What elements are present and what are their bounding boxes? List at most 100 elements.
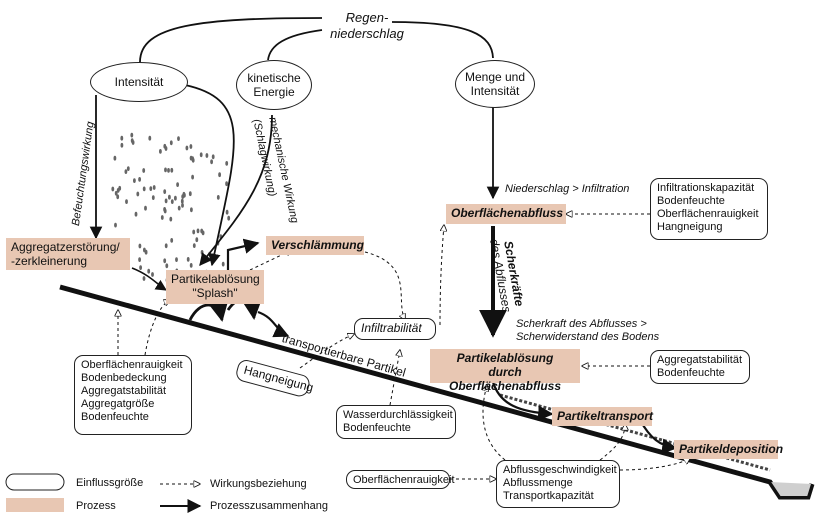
surface-runoff-process: Oberflächenabfluss — [446, 204, 566, 224]
dash-flow-to-detach — [483, 385, 506, 461]
raindrop — [176, 182, 180, 188]
infiltration-factors-box: Infiltrationskapazität Bodenfeuchte Ober… — [650, 178, 768, 240]
precip-infiltration-label: Niederschlag > Infiltration — [505, 183, 630, 195]
raindrop — [189, 144, 193, 149]
raindrop — [181, 203, 184, 208]
splash-detachment-process: Partikelablösung "Splash" — [166, 270, 264, 304]
raindrop — [211, 154, 215, 160]
dash-hang-to-infiltr — [299, 334, 354, 369]
splash-factors-box: Oberflächenrauigkeit Bodenbedeckung Aggr… — [74, 355, 192, 435]
raindrop — [177, 205, 181, 211]
raindrop — [225, 181, 229, 187]
arrow-splash-to-transportable — [257, 310, 290, 338]
particle-transport-process: Partikeltransport — [552, 407, 653, 426]
raindrop — [195, 237, 199, 243]
raindrop — [151, 195, 155, 201]
shear-comparison-label: Scherkraft des Abflusses > Scherwidersta… — [516, 318, 660, 343]
raindrop — [225, 161, 229, 166]
raindrop — [188, 191, 192, 197]
raindrop — [147, 268, 151, 274]
raindrop — [111, 186, 115, 192]
raindrop — [170, 238, 174, 243]
sealing-process: Verschlämmung — [266, 236, 364, 255]
raindrop — [138, 257, 142, 262]
raindrop — [133, 178, 136, 184]
raindrop — [136, 191, 140, 197]
raindrop — [164, 243, 168, 249]
legend-influence-swatch — [5, 473, 65, 491]
raindrop — [138, 177, 142, 182]
raindrop — [149, 186, 153, 192]
intensity-oval: Intensität — [90, 62, 188, 102]
raindrop — [130, 132, 134, 138]
legend-process-swatch — [6, 498, 64, 512]
raindrop — [174, 195, 177, 201]
splash-arc-1 — [188, 300, 229, 322]
raindrop — [199, 152, 203, 158]
raindrop — [151, 272, 154, 277]
raindrop — [159, 149, 162, 154]
raindrop — [164, 198, 168, 204]
arrow-detachment-to-transport — [491, 381, 554, 421]
raindrop — [196, 228, 200, 234]
amount-intensity-oval: Menge und Intensität — [455, 60, 535, 108]
arrow-rain-to-intensity — [139, 17, 323, 63]
roughness-box: Oberflächenrauigkeit — [346, 470, 455, 489]
raindrop — [139, 265, 143, 270]
raindrop — [169, 216, 173, 222]
runoff-detachment-process: Partikelablösung durch Oberflächenabflus… — [430, 349, 580, 393]
raindrop — [114, 190, 118, 196]
raindrop — [200, 228, 204, 234]
raindrop — [192, 229, 196, 235]
raindrop — [114, 222, 117, 228]
raindrop — [152, 185, 156, 190]
raindrop — [134, 211, 138, 217]
raindrop — [126, 166, 130, 172]
raindrop — [186, 257, 190, 262]
raindrop — [165, 263, 169, 269]
raindrop — [167, 168, 170, 173]
raindrop — [227, 215, 231, 221]
aggregate-destruction-process: Aggregatzerstörung/ -zerkleinerung — [6, 238, 130, 270]
raindrop — [182, 191, 186, 197]
raindrop — [144, 205, 147, 211]
raindrop — [190, 207, 193, 213]
channel-basin — [769, 481, 813, 498]
raindrop — [225, 209, 229, 215]
raindrop — [216, 195, 220, 200]
infiltrability-box: Infiltrabilität — [354, 318, 436, 340]
raindrop — [138, 243, 142, 249]
raindrop — [143, 247, 146, 253]
raindrop — [189, 155, 193, 161]
raindrop — [164, 167, 167, 173]
raindrop — [142, 168, 146, 173]
arrow-rain-to-energy — [267, 29, 323, 61]
raindrop — [191, 157, 195, 163]
raindrop — [191, 174, 195, 180]
infiltrability-factors-box: Wasserdurchlässigkeit Bodenfeuchte — [336, 405, 456, 439]
raindrop — [130, 138, 134, 144]
raindrop — [200, 250, 204, 255]
arrow-rain-to-amount — [391, 21, 494, 59]
raindrop — [163, 207, 167, 212]
raindrop — [168, 194, 171, 200]
raindrop — [221, 261, 225, 267]
raindrop — [113, 155, 117, 161]
dash-factors-to-splash-2 — [144, 300, 170, 356]
raindrop — [210, 159, 214, 165]
detachment-factors-box: Aggregatstabilität Bodenfeuchte — [650, 350, 750, 384]
dash-verschl-to-infiltr — [364, 251, 405, 320]
raindrop — [116, 194, 120, 200]
arrow-splash-to-sealing — [226, 238, 260, 270]
arrow-energy-to-splash — [199, 114, 273, 266]
raindrop — [218, 172, 222, 178]
raindrop — [148, 135, 152, 141]
dash-flow-to-transport — [599, 424, 625, 461]
legend-process-link-label: Prozesszusammenhang — [210, 500, 329, 512]
raindrop — [177, 136, 180, 142]
raindrop — [180, 198, 184, 204]
flow-factors-box: Abflussgeschwindigkeit Abflussmenge Tran… — [496, 460, 620, 508]
raindrop — [120, 135, 124, 141]
raindrop — [124, 169, 128, 175]
